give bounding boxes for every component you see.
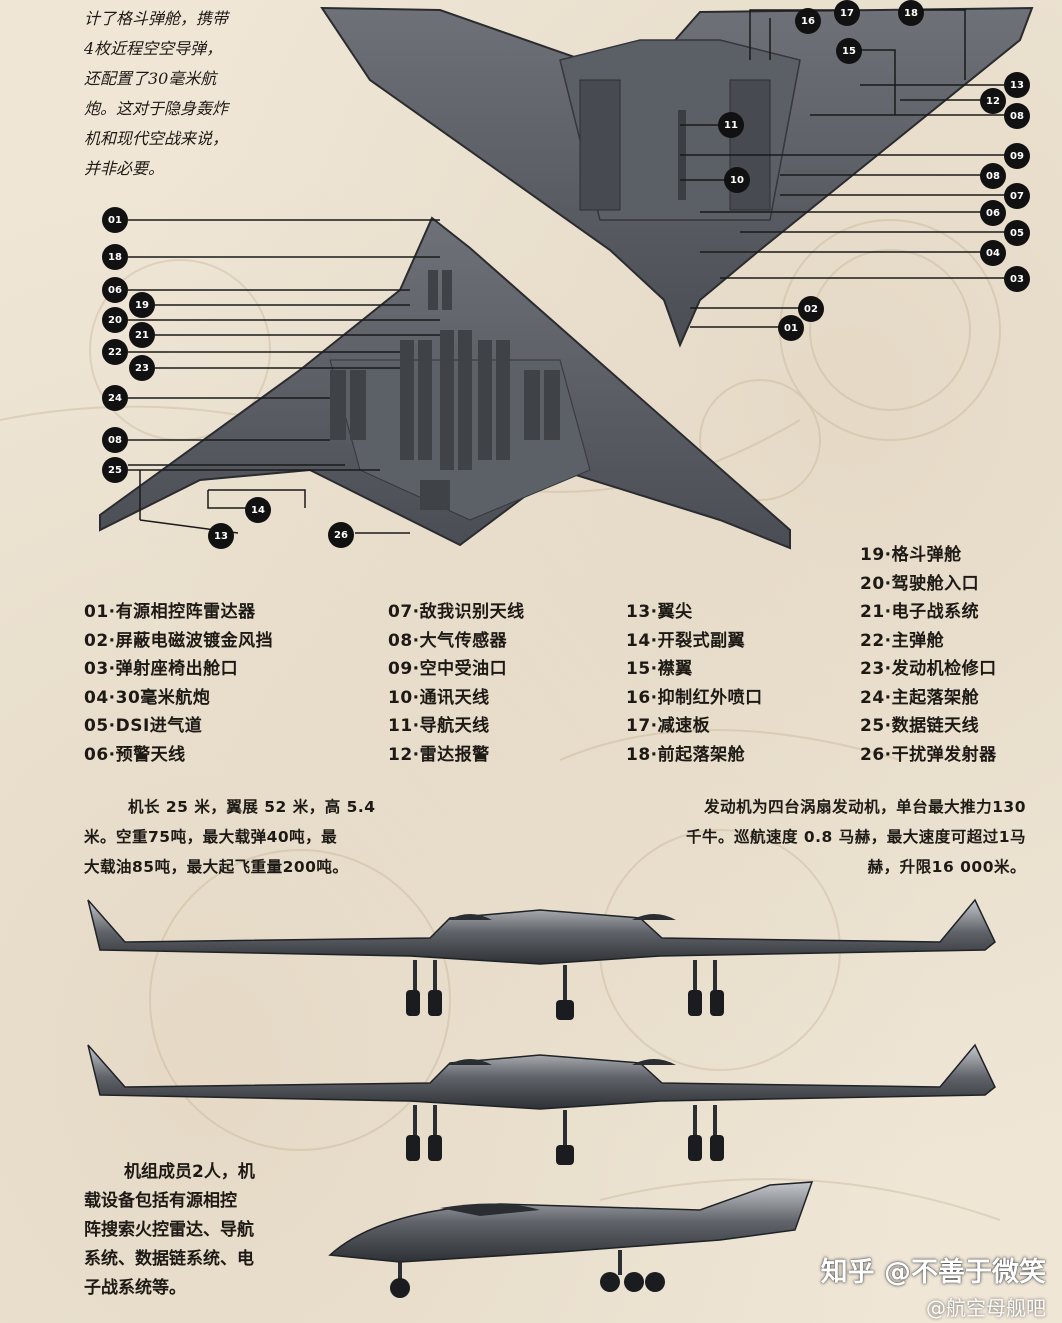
spec-engine: 发动机为四台涡扇发动机，单台最大推力130 千牛。巡航速度 0.8 马赫，最大速…: [566, 792, 1026, 882]
callout-badge: 01: [102, 207, 128, 233]
legend-item: 05·DSI进气道: [84, 716, 203, 736]
intro-line: 计了格斗弹舱，携带: [84, 9, 229, 28]
legend-item: 22·主弹舱: [860, 630, 945, 651]
legend-item: 21·电子战系统: [860, 602, 980, 622]
callout-badge: 10: [724, 167, 750, 193]
legend-item: 24·主起落架舱: [860, 687, 980, 708]
callout-badge: 11: [718, 112, 744, 138]
callout-badge: 09: [1004, 143, 1030, 169]
callout-badge: 14: [245, 497, 271, 523]
legend-item: 20·驾驶舱入口: [860, 573, 980, 594]
elevation-views: [87, 898, 996, 1298]
legend-item: 13·翼尖: [626, 602, 693, 622]
spec-line: 大载油85吨，最大起飞重量200吨。: [84, 858, 349, 876]
callout-badge: 25: [102, 457, 128, 483]
crew-line: 系统、数据链系统、电: [84, 1249, 254, 1269]
callout-badge: 05: [1004, 220, 1030, 246]
callout-badge: 04: [980, 240, 1006, 266]
callout-badge: 23: [129, 355, 155, 381]
callout-badge: 24: [102, 385, 128, 411]
callout-badge: 03: [1004, 266, 1030, 292]
intro-line: 并非必要。: [84, 159, 165, 178]
callout-badge: 22: [102, 339, 128, 365]
front-view-alt: [87, 1043, 996, 1165]
callout-badge: 07: [1004, 183, 1030, 209]
callout-badge: 20: [102, 307, 128, 333]
legend-item: 17·减速板: [626, 716, 711, 736]
intro-line: 炮。这对于隐身轰炸: [84, 99, 229, 118]
intro-line: 4枚近程空空导弹，: [84, 39, 223, 58]
spec-line: 米。空重75吨，最大载弹40吨，最: [84, 828, 338, 846]
legend-item: 04·30毫米航炮: [84, 687, 211, 708]
callout-badge: 13: [208, 523, 234, 549]
legend-item: 19·格斗弹舱: [860, 545, 962, 565]
spec-line: 赫，升限16 000米。: [867, 858, 1026, 876]
legend-col-3: 13·翼尖 14·开裂式副翼 15·襟翼 16·抑制红外喷口 17·减速板 18…: [626, 598, 763, 769]
legend-item: 11·导航天线: [388, 716, 490, 736]
intro-text: 计了格斗弹舱，携带 4枚近程空空导弹， 还配置了30毫米航 炮。这对于隐身轰炸 …: [84, 4, 274, 184]
legend-item: 25·数据链天线: [860, 716, 980, 736]
callout-badge: 08: [1004, 103, 1030, 129]
legend-col-2: 07·敌我识别天线 08·大气传感器 09·空中受油口 10·通讯天线 11·导…: [388, 598, 525, 769]
legend-col-4: 19·格斗弹舱 20·驾驶舱入口 21·电子战系统 22·主弹舱 23·发动机检…: [860, 541, 997, 769]
legend-item: 15·襟翼: [626, 659, 693, 679]
side-view: [328, 1181, 814, 1298]
callout-badge: 12: [980, 88, 1006, 114]
callout-badge: 06: [980, 200, 1006, 226]
legend-item: 01·有源相控阵雷达器: [84, 602, 256, 622]
top-view-diagram: [99, 6, 1034, 550]
legend-item: 10·通讯天线: [388, 687, 490, 708]
callout-badge: 01: [778, 315, 804, 341]
legend-item: 06·预警天线: [84, 744, 186, 765]
crew-line: 阵搜索火控雷达、导航: [84, 1220, 254, 1240]
callout-badge: 16: [795, 8, 821, 34]
crew-line: 机组成员2人，机: [124, 1162, 255, 1182]
crew-description: 机组成员2人，机 载设备包括有源相控 阵搜索火控雷达、导航 系统、数据链系统、电…: [84, 1158, 314, 1303]
spec-line: 千牛。巡航速度 0.8 马赫，最大速度可超过1马: [685, 828, 1026, 846]
crew-line: 载设备包括有源相控: [84, 1191, 237, 1211]
legend-item: 03·弹射座椅出舱口: [84, 659, 239, 679]
callout-badge: 08: [980, 163, 1006, 189]
legend-col-1: 01·有源相控阵雷达器 02·屏蔽电磁波镀金风挡 03·弹射座椅出舱口 04·3…: [84, 598, 273, 769]
legend-item: 02·屏蔽电磁波镀金风挡: [84, 630, 274, 651]
crew-line: 子战系统等。: [84, 1278, 186, 1298]
spec-line: 发动机为四台涡扇发动机，单台最大推力130: [704, 798, 1026, 816]
legend-item: 12·雷达报警: [388, 744, 490, 765]
callout-badge: 18: [898, 0, 924, 26]
legend-item: 16·抑制红外喷口: [626, 687, 763, 708]
callout-badge: 19: [129, 292, 155, 318]
legend-item: 26·干扰弹发射器: [860, 744, 997, 765]
watermark-tieba: @航空母舰吧: [926, 1296, 1046, 1320]
legend-item: 08·大气传感器: [388, 630, 508, 651]
spec-dimensions: 机长 25 米，翼展 52 米，高 5.4 米。空重75吨，最大载弹40吨，最 …: [84, 792, 376, 882]
legend-item: 23·发动机检修口: [860, 659, 997, 679]
intro-line: 还配置了30毫米航: [84, 69, 217, 88]
callout-badge: 06: [102, 277, 128, 303]
legend-item: 09·空中受油口: [388, 659, 508, 679]
callout-badge: 13: [1004, 72, 1030, 98]
legend-item: 07·敌我识别天线: [388, 602, 525, 622]
spec-line: 机长 25 米，翼展 52 米，高 5.4: [128, 798, 376, 816]
callout-badge: 21: [129, 322, 155, 348]
callout-badge: 18: [102, 244, 128, 270]
callout-badge: 08: [102, 427, 128, 453]
legend-item: 14·开裂式副翼: [626, 630, 746, 651]
callout-badge: 02: [798, 296, 824, 322]
legend-item: 18·前起落架舱: [626, 744, 746, 765]
callout-badge: 17: [834, 0, 860, 26]
callout-badge: 15: [836, 38, 862, 64]
callout-badge: 26: [328, 522, 354, 548]
intro-line: 机和现代空战来说，: [84, 129, 229, 148]
watermark-zhihu: 知乎 @不善于微笑: [820, 1257, 1046, 1288]
front-view-gear-down: [87, 898, 996, 1020]
